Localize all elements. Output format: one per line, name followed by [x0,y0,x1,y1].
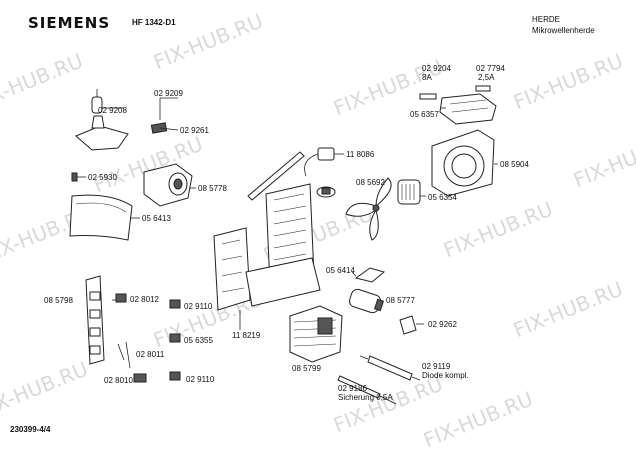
strip-part [248,152,304,200]
part-number-label: 02 9110 [184,302,213,311]
part-number-label: 08 5798 [44,296,73,305]
part-number-label: 02 8010 [104,376,133,385]
part-number-label: 02 9262 [428,320,457,329]
part-number-label: 11 8086 [346,150,375,159]
screw-part [72,173,86,181]
capacitor-part [348,288,383,314]
fan-blade-part [346,178,391,240]
part-number-label: 02 8011 [136,350,165,359]
part-number-label: 08 5904 [500,160,529,169]
part-number-label: 02 9119 [422,362,451,371]
fan-housing-part [432,130,498,196]
part-number-label: 02 9209 [154,89,183,98]
subcategory: Mikrowellenherde [532,26,595,35]
part-number-label: 08 5777 [386,296,415,305]
part-number-label: 05 6355 [184,336,213,345]
fuse-rating-label: 8A [422,73,432,82]
part-number-label: 02 9110 [186,375,215,384]
category: HERDE [532,15,561,24]
part-number-label: 08 5692 [356,178,385,187]
part-number-label: 02 7794 [476,64,505,73]
part-number-label: 08 5778 [198,184,227,193]
lamp-socket-part [76,89,128,150]
part-number-label: 02 9261 [180,126,209,135]
part-number-label: 02 9204 [422,64,451,73]
part-number-label: 05 6413 [142,214,171,223]
brand-logo: SIEMENS [28,14,111,32]
part-number-label: 02 9186 [338,384,367,393]
part-number-label: 02 5930 [88,173,117,182]
part-description-label: Diode kompl. [422,371,469,380]
part-number-label: 05 6357 [410,110,439,119]
fan-bracket-part [317,187,335,197]
model-number: HF 1342-D1 [132,18,176,27]
fuse-part [338,376,396,404]
interlock-switch-bracket-part [86,276,180,382]
diode-part [400,316,424,334]
clip-part [151,98,178,133]
diode-assembly-part [360,356,420,380]
fuse-rating-label: 2,5A [478,73,495,82]
main-transformer-part [290,306,342,362]
fan-motor-part [398,180,426,204]
part-number-label: 08 5799 [292,364,321,373]
thermal-switch-part [305,148,345,176]
part-number-label: 11 8219 [232,331,261,340]
air-duct-part [70,195,140,240]
part-description-label: Sicherung 0,5A [338,393,393,402]
part-number-label: 02 8012 [130,295,159,304]
document-id: 230399-4/4 [10,425,51,434]
chassis-frame-part [214,184,320,330]
bracket-part [352,268,384,282]
fuse-holder-part [420,86,496,124]
part-number-label: 05 6354 [428,193,457,202]
high-voltage-transformer-part [144,164,196,206]
part-number-label: 05 6414 [326,266,355,275]
part-number-label: 02 9208 [98,106,127,115]
